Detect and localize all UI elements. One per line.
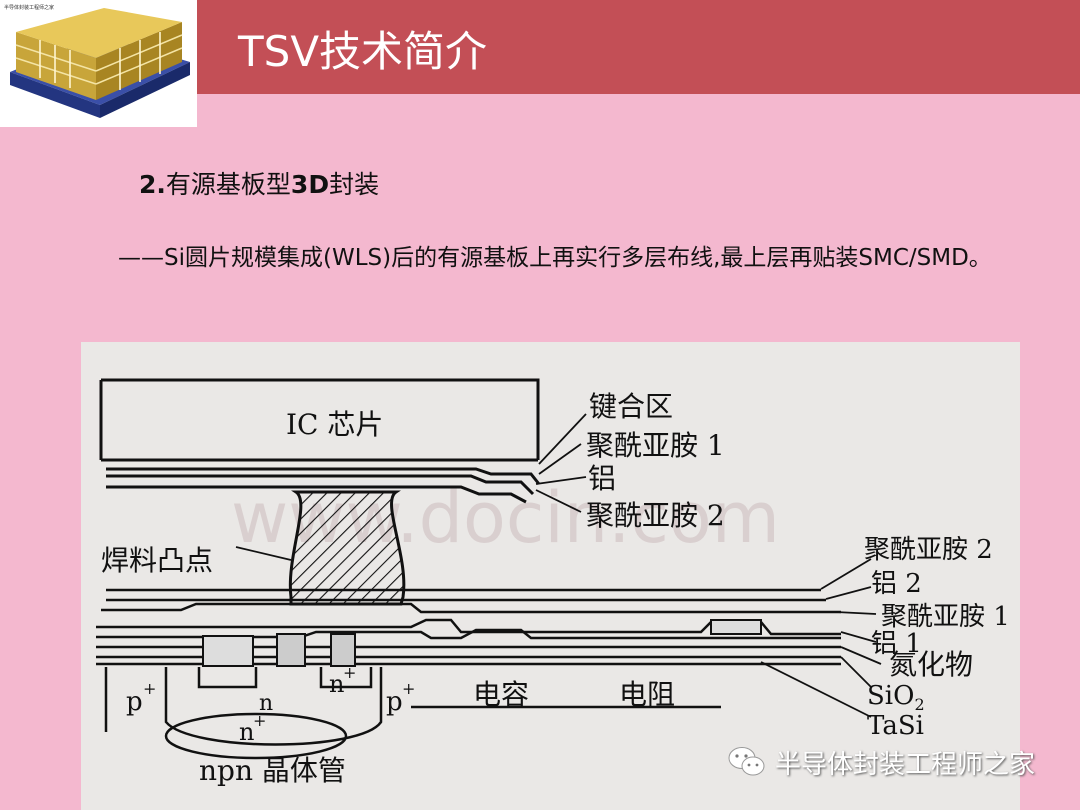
- wechat-account-name: 半导体封装工程师之家: [775, 749, 1036, 780]
- ic-chip-drawing: [99, 378, 541, 504]
- label-solder-bump: 焊料凸点: [101, 544, 213, 577]
- subtitle-number: 2.: [139, 170, 166, 199]
- label-aluminum-2: 铝 2: [871, 569, 922, 599]
- solder-bump: [288, 490, 406, 606]
- label-tasi: TaSi: [867, 711, 924, 741]
- subtitle-text: 有源基板型: [165, 170, 291, 199]
- device-block-2: [276, 633, 306, 667]
- device-block-4: [710, 619, 762, 635]
- cross-section-figure: www.docin.com: [81, 342, 1020, 810]
- label-aluminum-1: 铝 1: [871, 629, 922, 659]
- logo-image: 半导体封装工程师之家: [0, 0, 197, 127]
- label-polyimide-2-top: 聚酰亚胺 2: [586, 499, 725, 532]
- label-plus-sign-3: +: [343, 663, 356, 682]
- device-block-1: [202, 635, 254, 667]
- label-p-plus-left: p: [126, 687, 143, 717]
- device-block-3: [330, 633, 356, 667]
- description-text: ——Si圆片规模集成(WLS)后的有源基板上再实行多层布线,最上层再贴装SMC/…: [118, 245, 992, 271]
- label-n-plus: n: [329, 670, 344, 698]
- logo-caption: 半导体封装工程师之家: [4, 4, 54, 11]
- label-plus-sign-1: +: [143, 679, 156, 698]
- slide-title: TSV技术简介: [238, 27, 488, 76]
- label-plus-sign-2: +: [402, 679, 415, 698]
- label-n-plus-bottom: n: [239, 718, 254, 746]
- label-bond-area: 键合区: [589, 390, 673, 423]
- label-sio2: SiO2: [867, 681, 925, 714]
- title-band: [197, 0, 1080, 94]
- label-ic-chip: IC 芯片: [286, 408, 383, 441]
- label-n-small: n: [259, 691, 273, 716]
- label-aluminum-top: 铝: [588, 462, 616, 495]
- label-npn-transistor: npn 晶体管: [199, 754, 346, 787]
- wechat-watermark: 半导体封装工程师之家: [727, 742, 1035, 782]
- section-subtitle: 2.有源基板型3D封装: [139, 165, 379, 201]
- leader-lines: [235, 413, 882, 718]
- label-resistor: 电阻: [619, 678, 675, 711]
- subtitle-bold: 3D: [290, 170, 330, 199]
- label-p-plus-right: p: [386, 687, 403, 717]
- subtitle-tail: 封装: [329, 170, 380, 199]
- label-nitride: 氮化物: [889, 648, 973, 681]
- label-capacitor: 电容: [473, 678, 529, 711]
- label-polyimide-1-top: 聚酰亚胺 1: [586, 429, 725, 462]
- label-plus-sign-4: +: [253, 711, 266, 730]
- wells: [104, 667, 721, 760]
- label-polyimide-1: 聚酰亚胺 1: [881, 602, 1010, 632]
- label-polyimide-2: 聚酰亚胺 2: [864, 535, 993, 565]
- wechat-icon: [728, 747, 765, 776]
